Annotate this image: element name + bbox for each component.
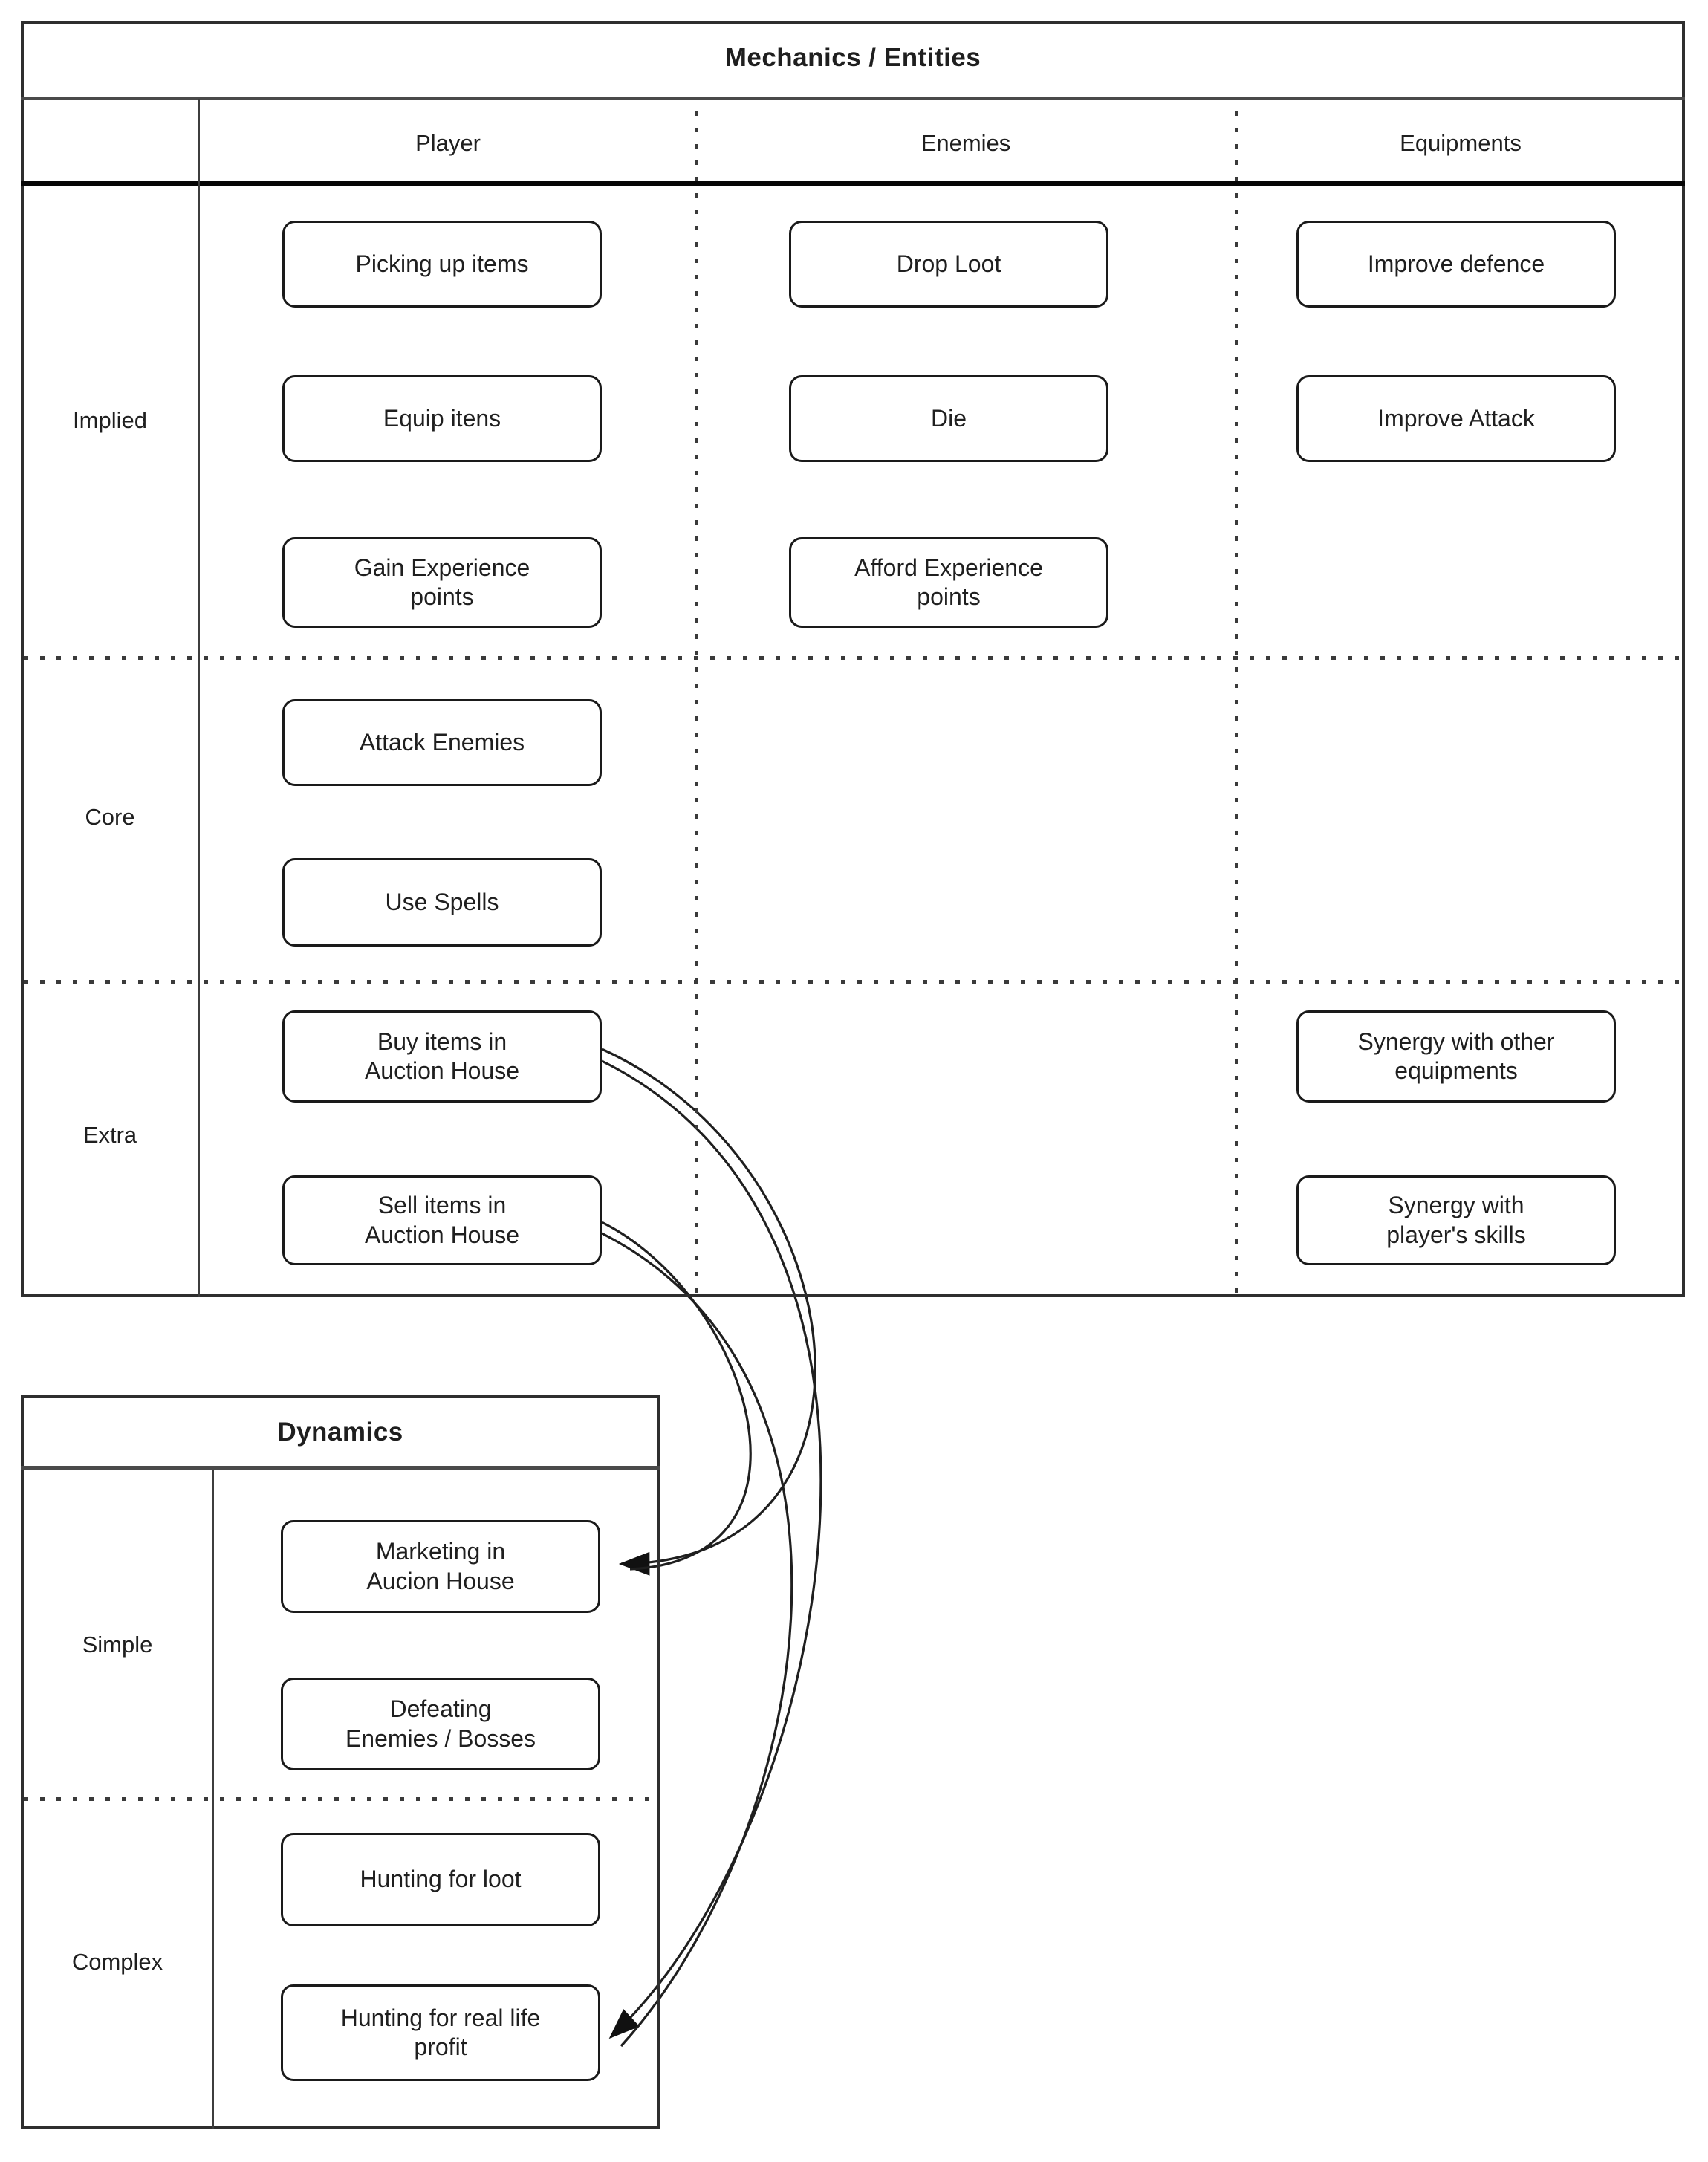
column-header-enemies: Enemies bbox=[920, 130, 1011, 156]
row-label-simple: Simple bbox=[82, 1632, 153, 1658]
node-defeating-enemies-bosses: Defeating Enemies / Bosses bbox=[281, 1678, 600, 1770]
node-equip-itens: Equip itens bbox=[282, 375, 602, 462]
node-hunting-for-loot: Hunting for loot bbox=[281, 1833, 600, 1926]
node-label: Improve defence bbox=[1367, 250, 1545, 277]
node-label: Picking up items bbox=[355, 250, 529, 277]
dynamics-title: Dynamics bbox=[277, 1418, 403, 1447]
column-header-player: Player bbox=[415, 130, 481, 156]
node-attack-enemies: Attack Enemies bbox=[282, 699, 602, 786]
mechanics-column-divider-2 bbox=[1235, 111, 1238, 1294]
node-hunting-real-life-profit: Hunting for real life profit bbox=[281, 1984, 600, 2081]
node-label: Buy items in Auction House bbox=[364, 1028, 520, 1084]
node-label: Hunting for loot bbox=[360, 1866, 522, 1893]
node-die: Die bbox=[789, 375, 1108, 462]
node-synergy-players-skills: Synergy with player's skills bbox=[1296, 1175, 1616, 1265]
node-improve-defence: Improve defence bbox=[1296, 221, 1616, 308]
node-label: Sell items in Auction House bbox=[364, 1192, 520, 1248]
row-label-core: Core bbox=[85, 804, 135, 830]
node-label: Improve Attack bbox=[1377, 404, 1535, 432]
mechanics-row-divider-1 bbox=[24, 656, 1682, 660]
node-use-spells: Use Spells bbox=[282, 858, 602, 947]
column-header-equipments: Equipments bbox=[1400, 130, 1522, 156]
node-picking-up-items: Picking up items bbox=[282, 221, 602, 308]
mechanics-title: Mechanics / Entities bbox=[724, 43, 981, 72]
node-buy-items-auction-house: Buy items in Auction House bbox=[282, 1010, 602, 1103]
dynamics-row-divider bbox=[24, 1797, 657, 1801]
node-label: Equip itens bbox=[383, 404, 501, 432]
node-afford-experience-points: Afford Experience points bbox=[789, 537, 1108, 628]
node-label: Marketing in Aucion House bbox=[366, 1538, 515, 1594]
mechanics-rowlabel-divider bbox=[198, 99, 200, 1297]
node-synergy-other-equipments: Synergy with other equipments bbox=[1296, 1010, 1616, 1103]
row-label-extra: Extra bbox=[82, 1122, 137, 1148]
node-drop-loot: Drop Loot bbox=[789, 221, 1108, 308]
node-improve-attack: Improve Attack bbox=[1296, 375, 1616, 462]
node-label: Synergy with player's skills bbox=[1386, 1192, 1526, 1248]
node-label: Die bbox=[930, 404, 967, 432]
mechanics-row-divider-2 bbox=[24, 980, 1682, 984]
node-label: Attack Enemies bbox=[359, 728, 525, 756]
row-label-complex: Complex bbox=[71, 1949, 163, 1975]
mechanics-title-divider bbox=[21, 97, 1685, 100]
node-marketing-aucion-house: Marketing in Aucion House bbox=[281, 1520, 600, 1613]
mechanics-column-divider-1 bbox=[695, 111, 698, 1294]
node-sell-items-auction-house: Sell items in Auction House bbox=[282, 1175, 602, 1265]
mechanics-outer-border bbox=[21, 21, 1685, 1297]
node-gain-experience-points: Gain Experience points bbox=[282, 537, 602, 628]
node-label: Defeating Enemies / Bosses bbox=[345, 1695, 536, 1752]
node-label: Use Spells bbox=[385, 888, 499, 915]
node-label: Gain Experience points bbox=[354, 554, 530, 610]
dynamics-title-divider bbox=[21, 1466, 660, 1470]
node-label: Drop Loot bbox=[896, 250, 1001, 277]
mechanics-header-divider bbox=[21, 181, 1685, 186]
row-label-implied: Implied bbox=[73, 407, 147, 433]
dynamics-outer-border bbox=[21, 1395, 660, 2129]
node-label: Hunting for real life profit bbox=[340, 2004, 541, 2060]
node-label: Synergy with other equipments bbox=[1357, 1028, 1555, 1084]
node-label: Afford Experience points bbox=[854, 554, 1043, 610]
